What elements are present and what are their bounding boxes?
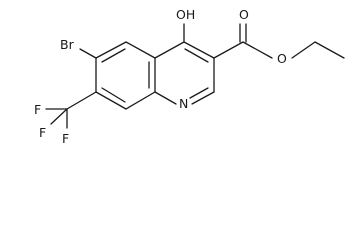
atom-label-o-carbonyl: O — [239, 7, 249, 22]
bonds — [45, 23, 345, 129]
bond-c4-c3 — [183, 41, 215, 59]
bond-carbonyl-c-o-ester — [242, 41, 273, 59]
bond-c4-c3-inner — [184, 48, 209, 63]
bond-c2-n1 — [191, 91, 215, 105]
bond-c4a-c4 — [154, 41, 185, 59]
atom-label-f-bottom: F — [62, 131, 69, 146]
atom-label-f-lower-left: F — [39, 125, 46, 140]
bond-ch2-ch3 — [314, 41, 345, 59]
bond-n1-c8a — [154, 91, 177, 105]
atom-label-oh: OH — [176, 7, 195, 22]
atom-label-o-ester: O — [277, 51, 287, 66]
bond-c4a-c5 — [125, 41, 156, 59]
bond-c6-br — [79, 48, 97, 59]
bond-c7-c8 — [95, 91, 127, 110]
chemical-structure-diagram: OH Br N O O F F F — [34, 7, 345, 146]
bond-c5-c6-inner — [101, 48, 126, 63]
bond-c8-c8a — [125, 91, 156, 110]
bond-c7-c8-inner — [101, 87, 126, 103]
atom-label-br: Br — [60, 37, 75, 52]
atom-labels: OH Br N O O F F F — [34, 7, 287, 146]
bond-c7-cf3 — [66, 91, 97, 110]
atom-label-n: N — [179, 96, 188, 111]
bond-o-ester-ch2 — [291, 41, 316, 59]
bond-c2-n1-inner — [189, 87, 209, 99]
atom-label-f-left: F — [34, 102, 41, 117]
bond-cf3-f-lower-left — [50, 108, 68, 125]
bond-c3-carbonyl-c — [213, 41, 244, 59]
bond-c5-c6 — [95, 41, 127, 59]
